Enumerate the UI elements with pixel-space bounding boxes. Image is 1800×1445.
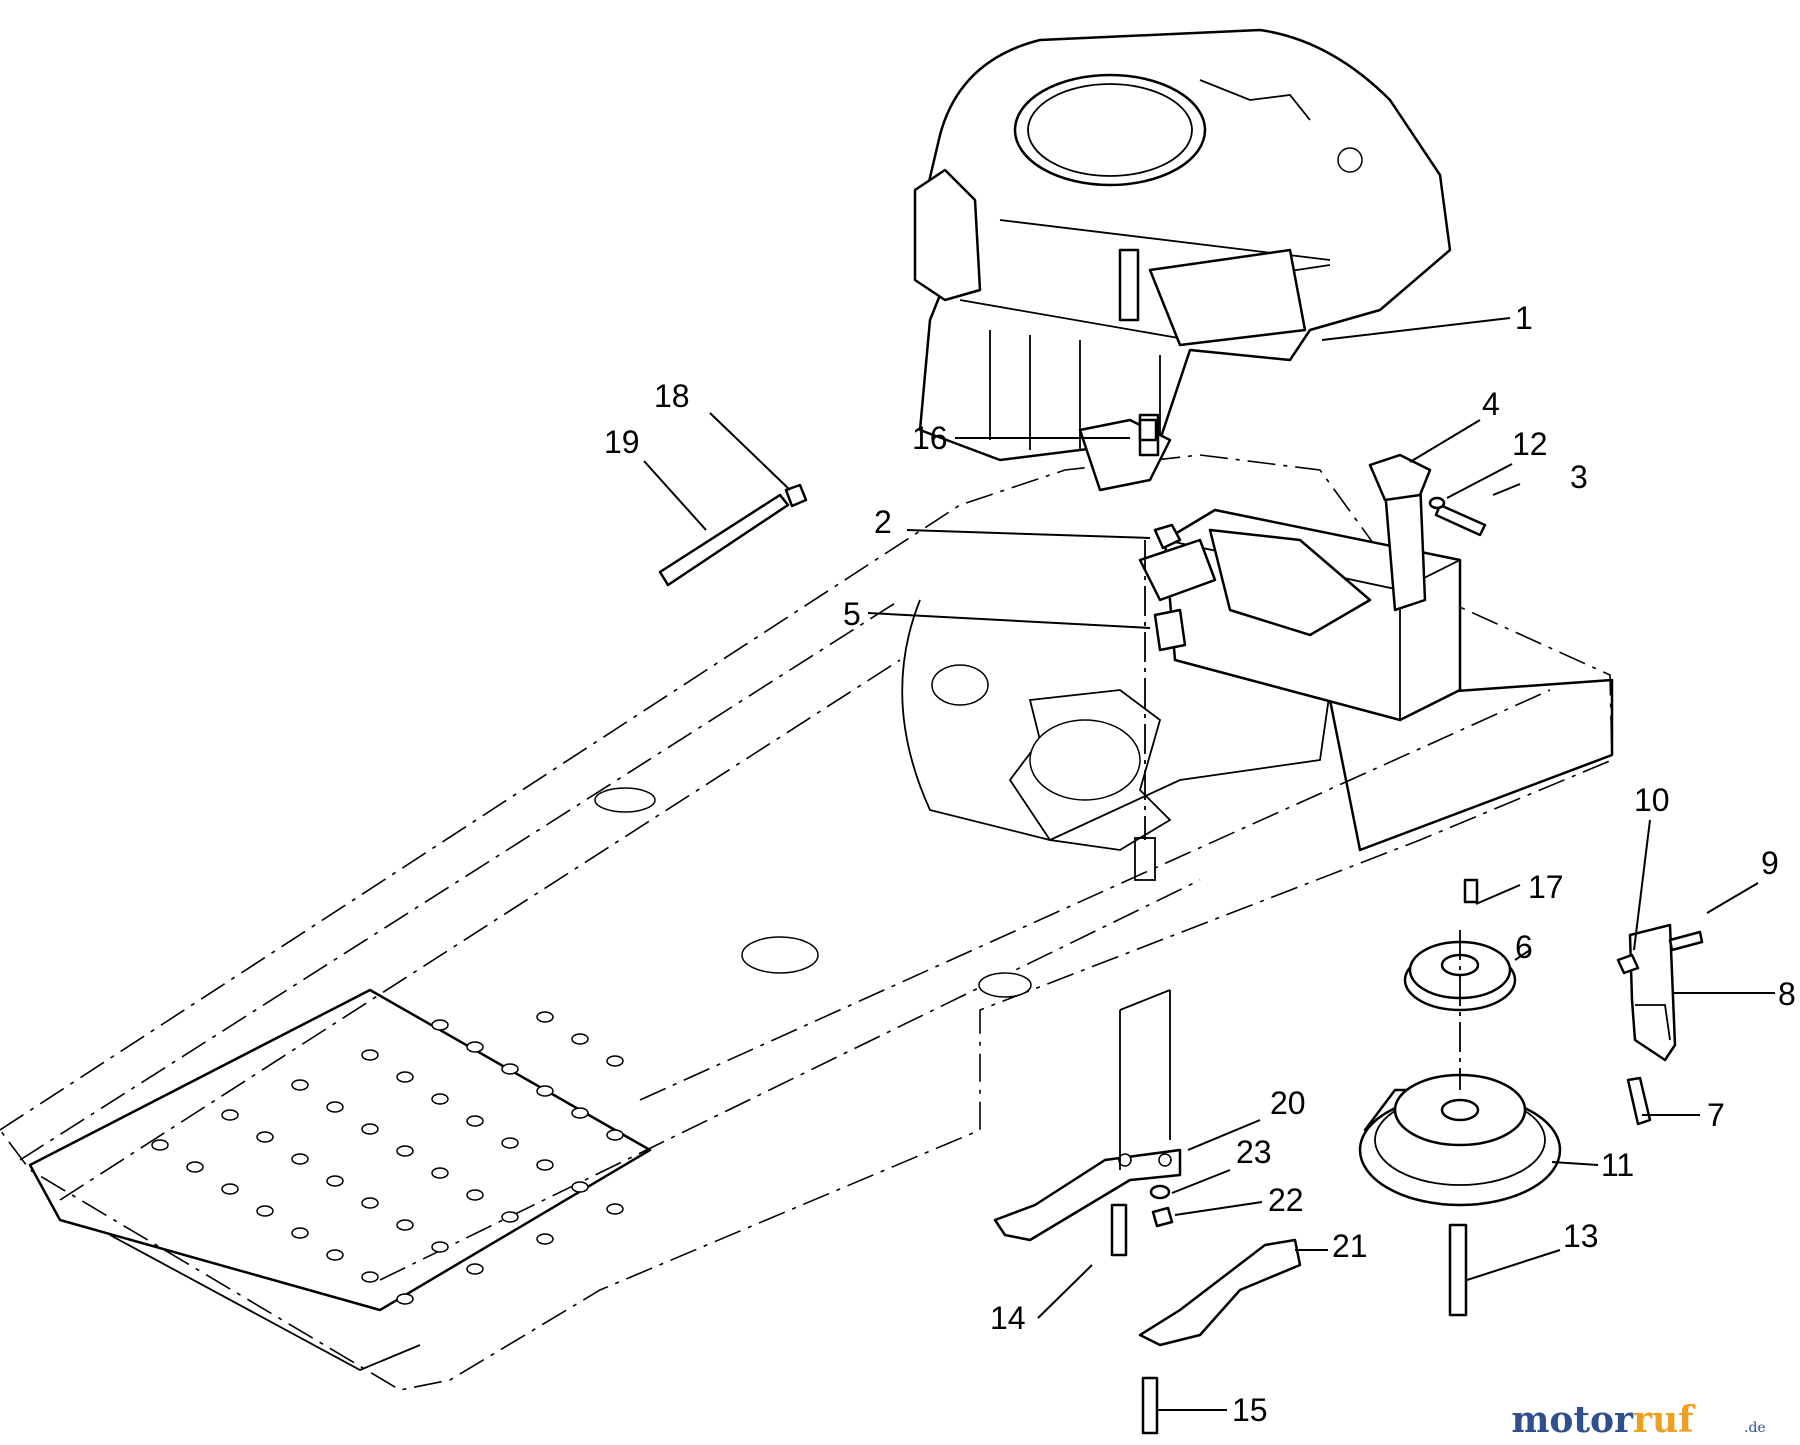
plate-dot [256, 1205, 274, 1217]
plate-dot [361, 1123, 379, 1135]
plate-dot [501, 1137, 519, 1149]
leader-lines [643, 317, 1775, 1411]
plate-dot [396, 1293, 414, 1305]
plate-dot [606, 1203, 624, 1215]
callout-22: 22 [1268, 1182, 1304, 1218]
plate-dot [291, 1227, 309, 1239]
svg-text:.de: .de [1744, 1420, 1766, 1436]
callout-10: 10 [1634, 782, 1670, 818]
plate-dot [151, 1139, 169, 1151]
plate-dot [361, 1049, 379, 1061]
plate-dot [361, 1271, 379, 1283]
plate-dot [536, 1085, 554, 1097]
callout-numbers: 1 2 3 4 5 6 7 8 9 10 11 12 13 14 15 16 1… [604, 300, 1796, 1428]
plate-dot [291, 1153, 309, 1165]
callout-11: 11 [1601, 1147, 1634, 1183]
plate-dot [536, 1011, 554, 1023]
plate-dot [431, 1093, 449, 1105]
callout-16: 16 [912, 420, 948, 456]
callout-6: 6 [1515, 929, 1533, 965]
callout-7: 7 [1707, 1097, 1725, 1133]
hardware [658, 418, 1704, 1435]
plate-dot [396, 1145, 414, 1157]
plate-dot [466, 1189, 484, 1201]
plate-dot [501, 1063, 519, 1075]
plate-dot [571, 1181, 589, 1193]
callout-9: 9 [1761, 845, 1779, 881]
plate-dot [291, 1079, 309, 1091]
plate-dot [536, 1159, 554, 1171]
plate-dot [466, 1041, 484, 1053]
callout-5: 5 [843, 596, 861, 632]
plate-dot [431, 1241, 449, 1253]
callout-19: 19 [604, 424, 640, 460]
plate-dot [186, 1161, 204, 1173]
plate-dot [221, 1109, 239, 1121]
chassis-frame [0, 454, 1614, 1391]
plate-dot [431, 1167, 449, 1179]
plate-dot [396, 1071, 414, 1083]
callout-14: 14 [990, 1300, 1026, 1336]
plate-dot [466, 1115, 484, 1127]
plate-dot [326, 1101, 344, 1113]
callout-8: 8 [1778, 976, 1796, 1012]
callout-2: 2 [874, 504, 892, 540]
svg-text:motorr: motorr [1511, 1399, 1653, 1441]
callout-4: 4 [1482, 386, 1500, 422]
plate-dot [571, 1107, 589, 1119]
callout-12: 12 [1512, 426, 1548, 462]
plate-dot [326, 1175, 344, 1187]
svg-text:uf: uf [1652, 1399, 1696, 1441]
plate-dot [571, 1033, 589, 1045]
callout-21: 21 [1332, 1228, 1368, 1264]
callout-23: 23 [1236, 1134, 1272, 1170]
plate-dot [501, 1211, 519, 1223]
callout-17: 17 [1528, 869, 1564, 905]
plate-dot [221, 1183, 239, 1195]
callout-3: 3 [1570, 459, 1588, 495]
plate-dot [431, 1019, 449, 1031]
callout-18: 18 [654, 378, 690, 414]
motoruf-watermark: motorr uf .de [1511, 1399, 1765, 1441]
foot-plate [28, 988, 652, 1371]
plate-dot [326, 1249, 344, 1261]
callout-13: 13 [1563, 1218, 1599, 1254]
callout-15: 15 [1232, 1392, 1268, 1428]
plate-dot [536, 1233, 554, 1245]
plate-dot [606, 1055, 624, 1067]
plate-dot [606, 1129, 624, 1141]
callout-1: 1 [1515, 300, 1533, 336]
plate-dot [466, 1263, 484, 1275]
muffler [1163, 453, 1462, 722]
plate-dot [396, 1219, 414, 1231]
engine [913, 28, 1452, 492]
plate-dot [361, 1197, 379, 1209]
callout-20: 20 [1270, 1085, 1306, 1121]
plate-dot [256, 1131, 274, 1143]
